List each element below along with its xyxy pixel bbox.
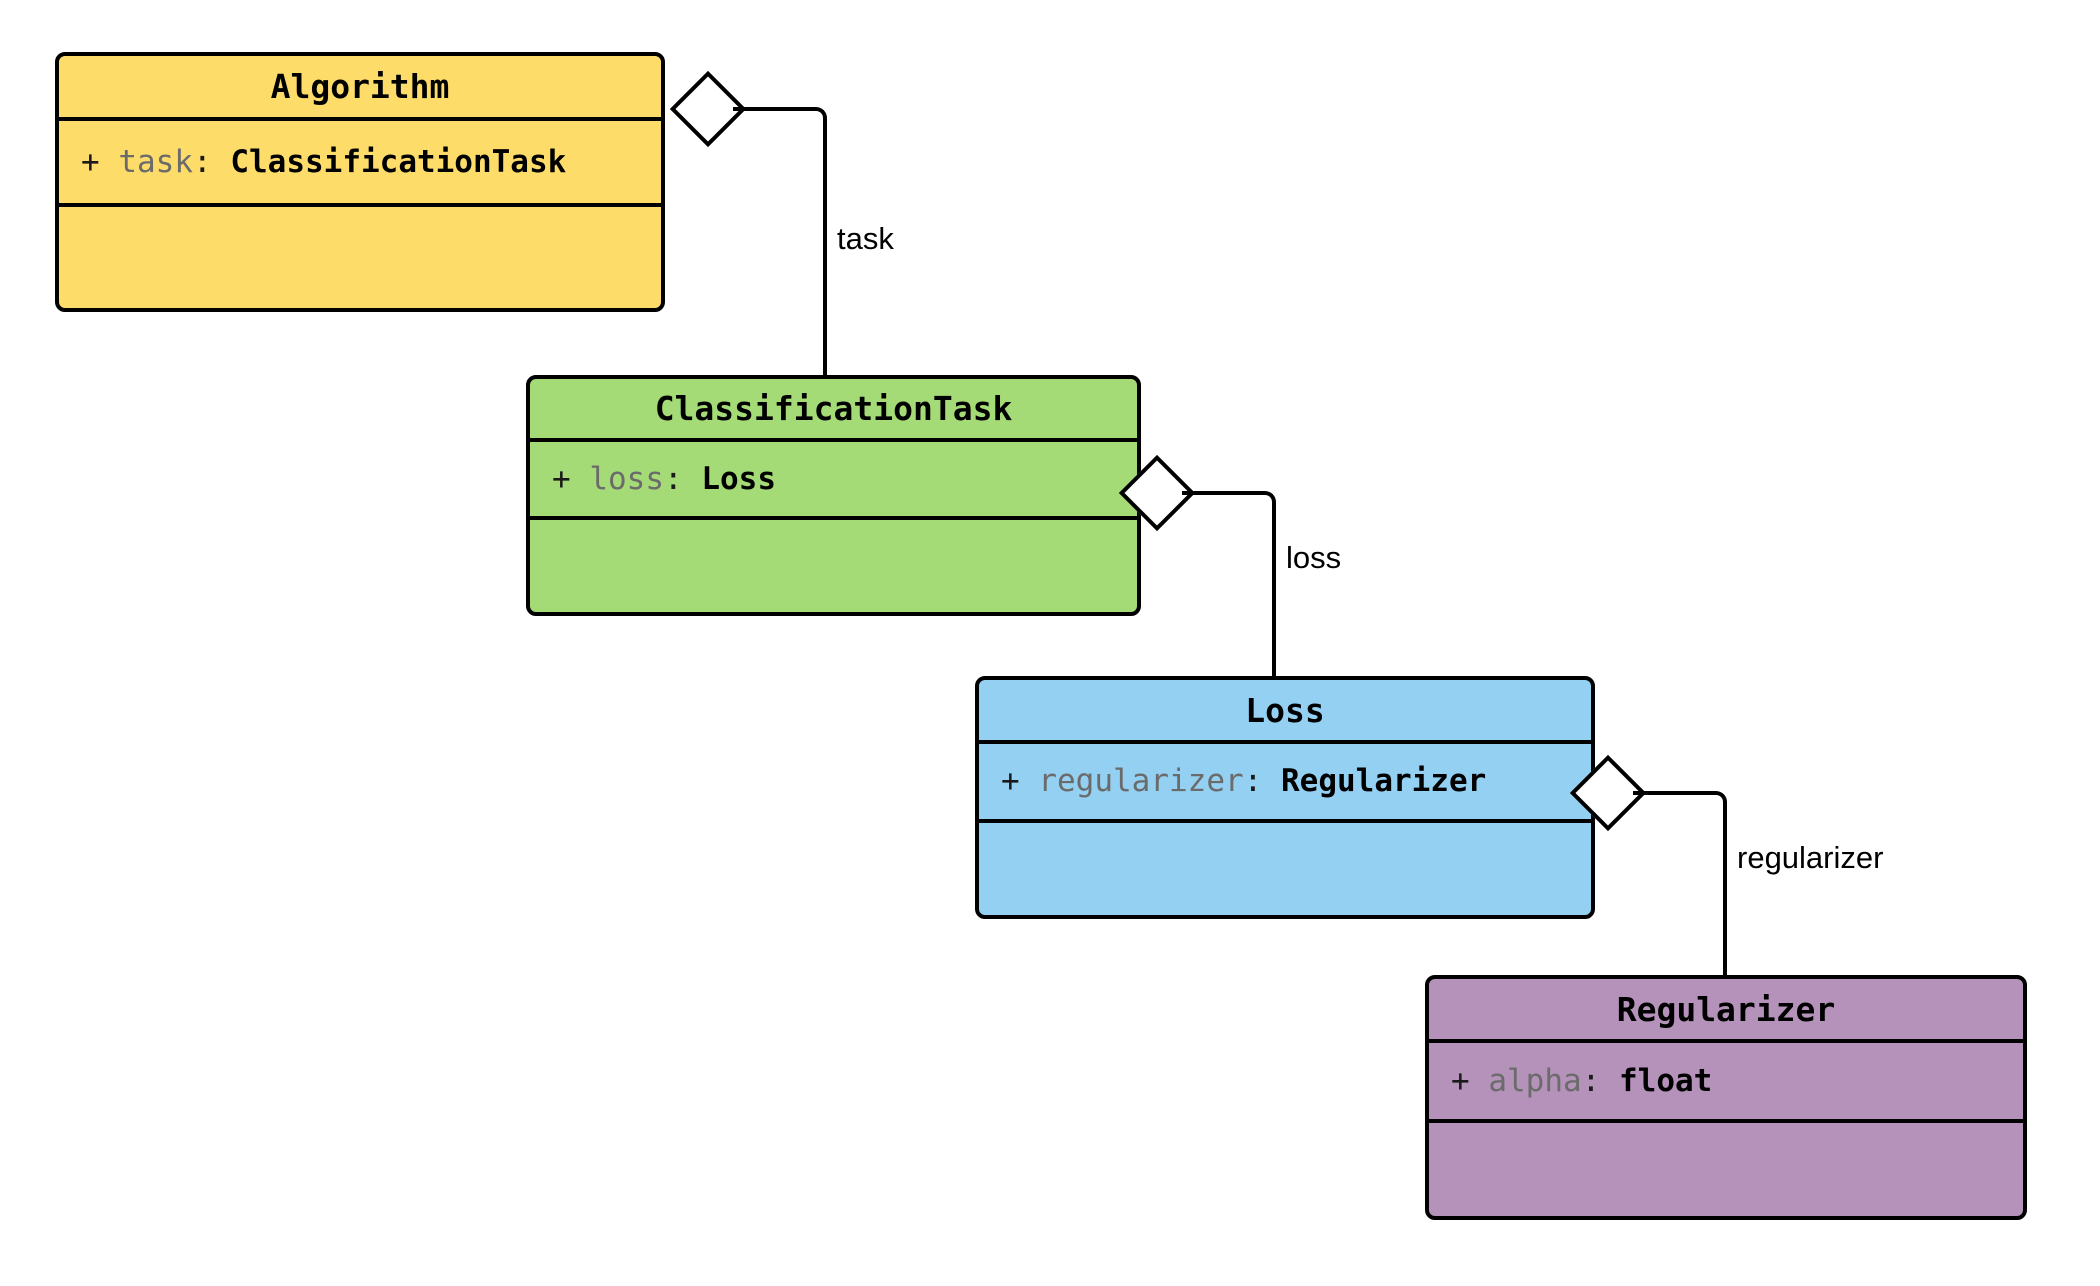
uml-class-regularizer-title: Regularizer: [1616, 989, 1836, 1029]
attribute-type: Loss: [701, 460, 776, 497]
uml-class-classification-task-header: ClassificationTask: [530, 379, 1137, 442]
edge-loss-corner: [1254, 491, 1276, 513]
attribute-name: loss: [589, 460, 664, 497]
edge-task-horizontal: [733, 107, 813, 111]
attribute-type: Regularizer: [1281, 763, 1487, 800]
edge-label-task: task: [831, 221, 900, 257]
attribute-visibility: +: [1001, 763, 1020, 800]
uml-class-loss-attributes: + regularizer: Regularizer: [979, 744, 1591, 823]
attribute-separator: :: [1581, 1062, 1601, 1099]
uml-class-algorithm[interactable]: Algorithm + task: ClassificationTask: [55, 52, 665, 312]
uml-class-algorithm-title: Algorithm: [270, 67, 450, 106]
uml-class-regularizer-attributes: + alpha: float: [1429, 1043, 2023, 1123]
edge-loss-vertical: [1272, 509, 1276, 681]
attribute-separator: :: [193, 143, 212, 180]
edge-regularizer-horizontal: [1633, 791, 1713, 795]
uml-class-loss-title: Loss: [1245, 690, 1325, 730]
attribute-separator: :: [1243, 763, 1263, 800]
uml-class-algorithm-attributes: + task: ClassificationTask: [59, 121, 661, 207]
attribute-name: task: [118, 143, 193, 180]
uml-class-classification-task-attributes: + loss: Loss: [530, 442, 1137, 520]
edge-loss-horizontal: [1182, 491, 1262, 495]
edge-task-corner: [805, 107, 827, 129]
uml-class-regularizer[interactable]: Regularizer + alpha: float: [1425, 975, 2027, 1220]
attribute-visibility: +: [552, 460, 571, 497]
edge-label-loss: loss: [1280, 540, 1348, 576]
attribute-visibility: +: [1451, 1062, 1470, 1099]
uml-attribute-row: + loss: Loss: [552, 462, 776, 496]
uml-attribute-row: + task: ClassificationTask: [81, 145, 566, 179]
edge-label-regularizer: regularizer: [1731, 840, 1890, 876]
uml-class-regularizer-header: Regularizer: [1429, 979, 2023, 1043]
attribute-visibility: +: [81, 143, 100, 180]
attribute-separator: :: [664, 460, 683, 497]
edge-task-vertical: [823, 125, 827, 379]
attribute-type: float: [1619, 1062, 1713, 1099]
uml-class-loss-header: Loss: [979, 680, 1591, 744]
uml-class-loss[interactable]: Loss + regularizer: Regularizer: [975, 676, 1595, 919]
uml-class-classification-task[interactable]: ClassificationTask + loss: Loss: [526, 375, 1141, 616]
edge-regularizer-vertical: [1723, 809, 1727, 979]
uml-attribute-row: + regularizer: Regularizer: [1001, 764, 1486, 798]
uml-class-classification-task-title: ClassificationTask: [654, 389, 1013, 428]
attribute-type: ClassificationTask: [230, 143, 567, 180]
uml-class-algorithm-header: Algorithm: [59, 56, 661, 121]
edge-regularizer-corner: [1705, 791, 1727, 813]
attribute-name: alpha: [1488, 1062, 1582, 1099]
attribute-name: regularizer: [1038, 763, 1244, 800]
uml-attribute-row: + alpha: float: [1451, 1064, 1712, 1098]
